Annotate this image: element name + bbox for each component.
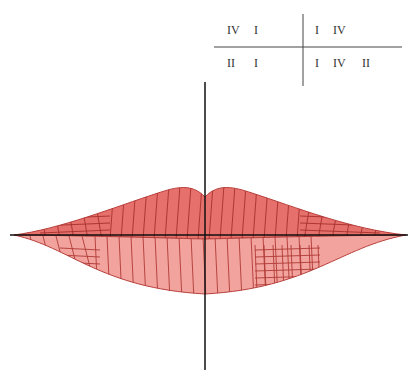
groove-line xyxy=(40,223,110,226)
groove-line xyxy=(220,185,224,240)
groove-line xyxy=(255,276,320,278)
groove-line xyxy=(255,283,320,285)
table-rule xyxy=(214,47,402,48)
type-numeral: IV xyxy=(333,57,346,69)
groove-line xyxy=(275,236,278,300)
type-numeral: II xyxy=(227,57,235,69)
vertical-axis xyxy=(204,82,206,370)
groove-line xyxy=(263,236,266,300)
groove-line xyxy=(143,236,146,300)
groove-line xyxy=(291,245,293,292)
groove-line xyxy=(40,230,110,233)
groove-line xyxy=(198,185,202,240)
groove-line xyxy=(309,245,311,292)
groove-line xyxy=(255,248,320,250)
lip-grooves xyxy=(40,185,380,240)
groove-line xyxy=(60,248,100,250)
groove-line xyxy=(132,185,136,240)
type-numeral: II xyxy=(362,57,370,69)
groove-line xyxy=(242,185,246,240)
groove-line xyxy=(56,236,66,275)
groove-line xyxy=(60,262,100,264)
groove-line xyxy=(179,236,182,300)
groove-line xyxy=(121,185,125,240)
groove-line xyxy=(264,245,266,292)
groove-line xyxy=(300,245,302,292)
groove-line xyxy=(300,230,380,233)
groove-line xyxy=(60,276,100,278)
groove-line xyxy=(155,236,158,300)
groove-line xyxy=(311,236,314,300)
groove-line xyxy=(275,185,279,240)
groove-line xyxy=(253,185,257,240)
type-numeral: IV xyxy=(227,24,240,36)
groove-line xyxy=(131,236,134,300)
horizontal-axis xyxy=(10,234,408,236)
groove-line xyxy=(282,245,284,292)
groove-line xyxy=(82,236,92,275)
type-numeral: I xyxy=(254,24,258,36)
groove-line xyxy=(60,283,100,285)
groove-line xyxy=(187,185,191,240)
type-numeral: I xyxy=(254,57,258,69)
groove-line xyxy=(60,255,100,257)
groove-line xyxy=(154,185,158,240)
groove-line xyxy=(119,236,122,300)
lower-lip xyxy=(14,235,406,294)
groove-line xyxy=(143,185,147,240)
type-numeral: I xyxy=(315,24,319,36)
type-numeral: IV xyxy=(333,24,346,36)
table-rule xyxy=(303,14,304,86)
groove-line xyxy=(110,185,114,240)
groove-line xyxy=(300,223,380,226)
groove-line xyxy=(227,236,230,300)
groove-line xyxy=(167,236,170,300)
groove-line xyxy=(300,216,380,219)
groove-line xyxy=(209,185,213,240)
groove-line xyxy=(30,236,40,275)
groove-line xyxy=(231,185,235,240)
lip-grooves xyxy=(30,236,320,300)
type-numeral: I xyxy=(315,57,319,69)
groove-line xyxy=(318,245,320,292)
groove-line xyxy=(43,236,53,275)
groove-line xyxy=(95,236,98,300)
groove-line xyxy=(264,185,268,240)
groove-line xyxy=(251,236,254,300)
groove-line xyxy=(215,236,218,300)
groove-line xyxy=(286,185,290,240)
groove-line xyxy=(191,236,194,300)
groove-line xyxy=(287,236,290,300)
groove-line xyxy=(239,236,242,300)
groove-line xyxy=(299,236,302,300)
groove-line xyxy=(60,269,100,271)
groove-line xyxy=(165,185,169,240)
groove-line xyxy=(297,185,301,240)
groove-line xyxy=(273,245,275,292)
groove-line xyxy=(40,209,110,212)
groove-line xyxy=(40,216,110,219)
groove-line xyxy=(107,236,110,300)
groove-line xyxy=(300,209,380,212)
groove-line xyxy=(255,245,257,292)
groove-line xyxy=(176,185,180,240)
